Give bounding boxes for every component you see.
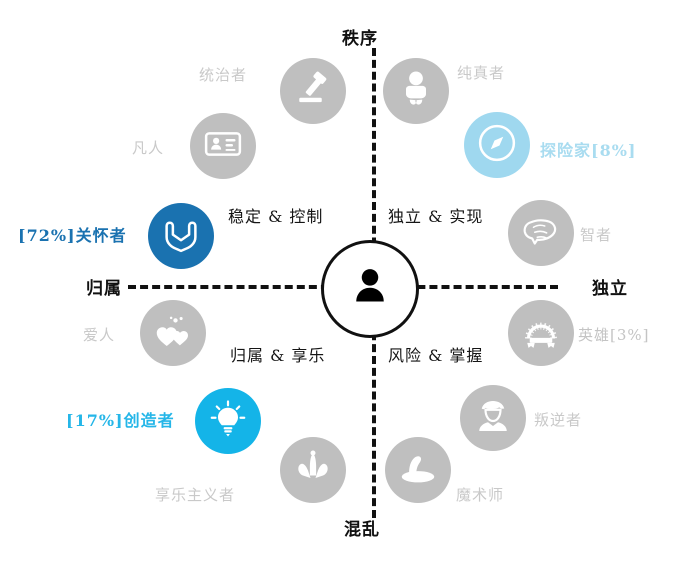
label-lover: 爱人 [83,326,116,344]
id-card-icon [203,124,243,168]
label-creator: [17%]创造者 [66,411,175,430]
hearts-icon [153,311,193,355]
brain-icon [521,211,561,255]
node-jester[interactable] [280,437,346,503]
node-hero[interactable] [508,300,574,366]
quadrant-label-top-left: 稳定 & 控制 [228,207,324,226]
label-innocent: 纯真者 [457,64,506,82]
magic-hat-icon [398,448,438,492]
node-sage[interactable] [508,200,574,266]
node-rebel[interactable] [460,385,526,451]
lightbulb-icon [208,399,248,443]
center-user-node[interactable] [321,240,419,338]
node-creator[interactable] [195,388,261,454]
label-caregiver: [72%]关怀者 [18,226,127,245]
quadrant-label-bottom-left: 归属 & 享乐 [230,346,326,365]
caring-hands-icon [161,214,201,258]
node-magician[interactable] [385,437,451,503]
node-innocent[interactable] [383,58,449,124]
node-ruler[interactable] [280,58,346,124]
label-sage: 智者 [580,226,613,244]
person-icon [348,265,392,313]
node-explorer[interactable] [464,112,530,178]
axis-label-top: 秩序 [342,29,378,49]
gavel-icon [293,69,333,113]
axis-label-bottom: 混乱 [344,520,380,540]
medal-icon [521,311,561,355]
label-explorer: 探险家[8%] [540,141,637,160]
jester-hat-icon [293,448,333,492]
rebel-icon [473,396,513,440]
axis-label-left: 归属 [86,279,122,299]
baby-icon [396,69,436,113]
node-caregiver[interactable] [148,203,214,269]
label-hero: 英雄[3%] [578,326,650,344]
node-lover[interactable] [140,300,206,366]
label-magician: 魔术师 [456,486,505,504]
quadrant-label-top-right: 独立 & 实现 [388,207,484,226]
label-ruler: 统治者 [199,66,248,84]
quadrant-label-bottom-right: 风险 & 掌握 [388,346,484,365]
compass-icon [477,123,517,167]
axis-label-right: 独立 [592,279,628,299]
node-everyman[interactable] [190,113,256,179]
label-everyman: 凡人 [132,139,165,157]
label-rebel: 叛逆者 [534,411,583,429]
label-jester: 享乐主义者 [155,486,236,504]
